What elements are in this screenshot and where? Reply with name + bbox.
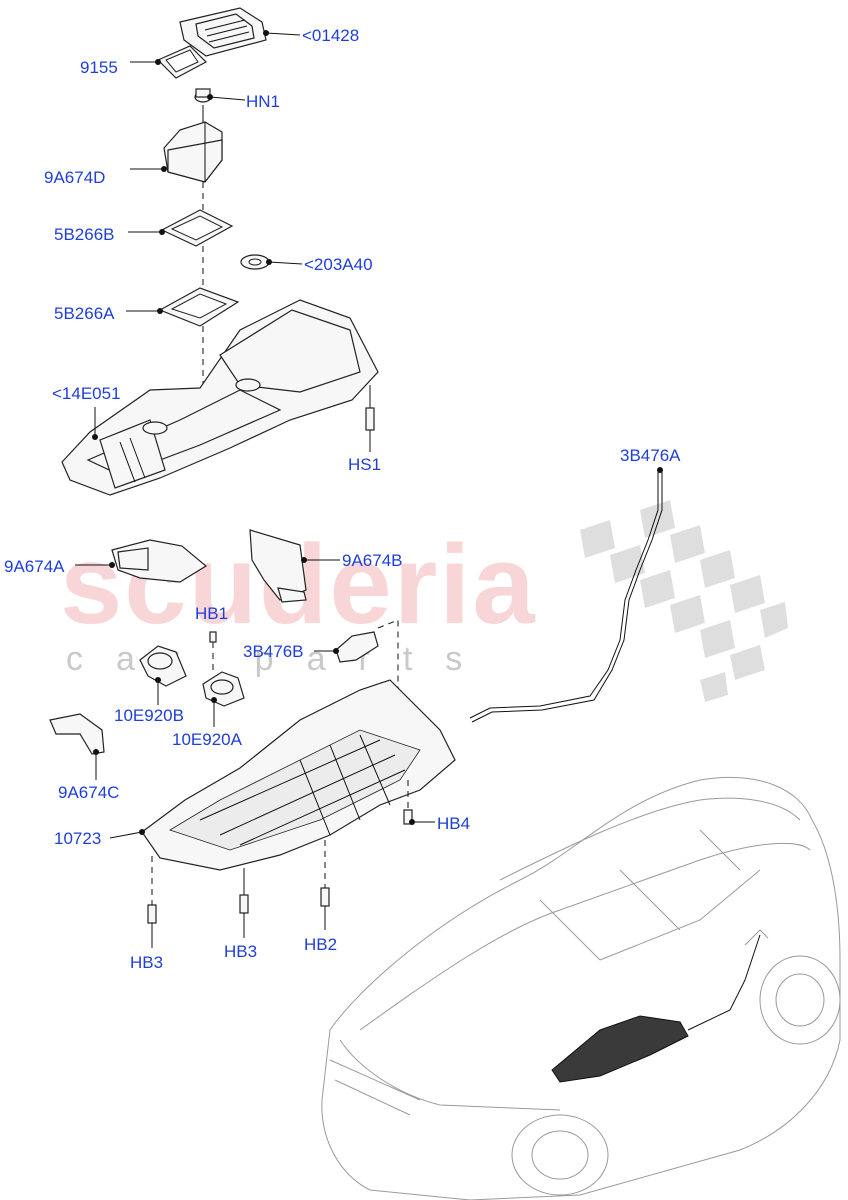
bolt-part-hb3-mid — [239, 868, 249, 938]
sensor-part-10e920b — [139, 645, 187, 705]
label-9155: 9155 — [80, 58, 118, 77]
underbody-tray-part-10723 — [109, 679, 456, 871]
cover-part-9a674a — [75, 539, 208, 583]
label-9a674d: 9A674D — [44, 168, 106, 187]
label-01428: <01428 — [302, 26, 360, 45]
bracket-part-9a674c — [49, 713, 105, 780]
gasket-part-9155 — [130, 45, 207, 79]
cover-part-01428 — [179, 7, 301, 57]
bolt-part-hb4 — [403, 780, 435, 825]
label-hb2: HB2 — [304, 935, 338, 954]
label-hb1: HB1 — [195, 604, 229, 623]
label-hn1: HN1 — [246, 92, 281, 111]
label-9a674b: 9A674B — [342, 551, 403, 570]
screw-part-hs1 — [365, 385, 375, 452]
bracket-part-9a674b — [249, 529, 340, 603]
label-203a40: <203A40 — [304, 255, 373, 274]
housing-part-9a674d — [130, 121, 223, 183]
label-14e051: <14E051 — [52, 384, 121, 403]
label-hs1: HS1 — [348, 455, 382, 474]
label-10e920a: 10E920A — [172, 730, 242, 749]
bolt-part-hb2 — [320, 840, 330, 930]
label-5b266b: 5B266B — [54, 225, 115, 244]
label-hb3-mid: HB3 — [224, 942, 258, 961]
label-3b476a: 3B476A — [620, 446, 681, 465]
gasket-part-5b266b — [128, 209, 234, 247]
label-10e920b: 10E920B — [114, 706, 184, 725]
label-9a674a: 9A674A — [4, 557, 65, 576]
cable-part-3b476a — [469, 467, 663, 723]
label-5b266a: 5B266A — [54, 304, 115, 323]
label-9a674c: 9A674C — [58, 783, 120, 802]
label-3b476b: 3B476B — [243, 642, 304, 661]
sensor-part-10e920a — [202, 671, 245, 727]
bolt-part-hb1 — [209, 631, 217, 672]
module-housing-part-14e051 — [61, 299, 379, 496]
washer-part-203a40 — [240, 254, 303, 270]
label-10723: 10723 — [54, 829, 102, 848]
vehicle-outline — [321, 776, 841, 1200]
label-hb3-left: HB3 — [130, 953, 164, 972]
nut-part-hn1 — [194, 88, 246, 103]
checkered-flag-icon — [580, 500, 788, 702]
bolt-part-hb3-left — [147, 856, 157, 948]
label-hb4: HB4 — [437, 814, 471, 833]
watermark-subtext: car parts — [66, 640, 496, 678]
gasket-part-5b266a — [126, 287, 240, 327]
